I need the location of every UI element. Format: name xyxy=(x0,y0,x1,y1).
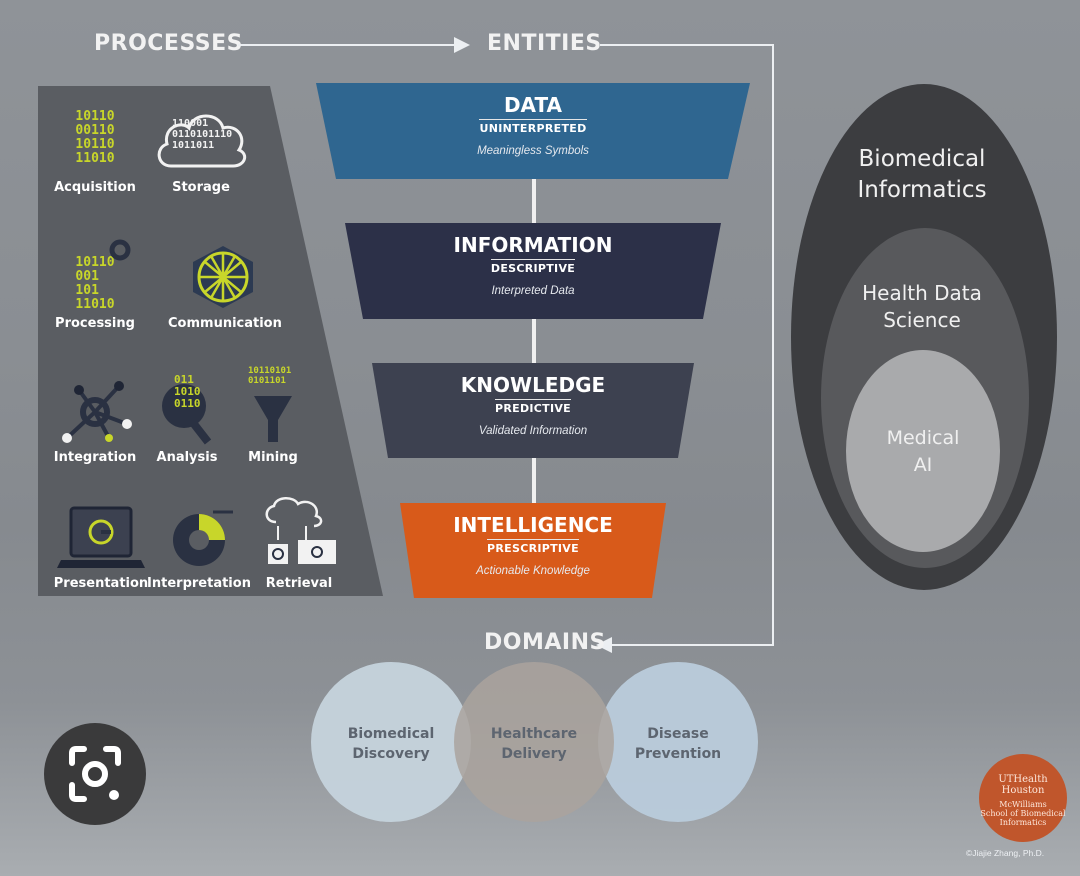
entity-data: DATA UNINTERPRETED Meaningless Symbols xyxy=(316,83,750,179)
process-label: Retrieval xyxy=(265,576,333,591)
domain-healthcare-delivery xyxy=(454,662,614,822)
entity-description: Validated Information xyxy=(478,425,588,437)
entities-connector-vertical xyxy=(772,44,774,646)
processes-panel xyxy=(38,86,383,596)
process-retrieval: Retrieval xyxy=(244,492,354,591)
domain-biomedical-discovery xyxy=(311,662,471,822)
process-label: Interpretation xyxy=(147,576,251,591)
entity-description: Actionable Knowledge xyxy=(476,565,590,577)
process-label: Mining xyxy=(248,450,298,465)
camera-search-icon xyxy=(69,746,121,802)
processes-to-entities-arrow xyxy=(238,44,456,46)
entity-title: INTELLIGENCE xyxy=(453,513,613,537)
entity-knowledge: KNOWLEDGE PREDICTIVE Validated Informati… xyxy=(372,363,694,458)
entity-title: INFORMATION xyxy=(453,233,613,257)
process-integration: Integration xyxy=(40,366,150,465)
process-label: Storage xyxy=(172,180,230,195)
process-label: Presentation xyxy=(53,576,149,591)
pie-chart-icon xyxy=(144,492,254,572)
entity-intelligence: INTELLIGENCE PRESCRIPTIVE Actionable Kno… xyxy=(400,503,666,598)
author-credit: ©Jiajie Zhang, Ph.D. xyxy=(966,848,1045,858)
entity-subtitle: PRESCRIPTIVE xyxy=(487,539,579,555)
domain-disease-prevention xyxy=(598,662,758,822)
entities-connector-top xyxy=(600,44,774,46)
process-label: Processing xyxy=(55,316,135,331)
lens-search-button[interactable] xyxy=(44,723,146,825)
entity-title: KNOWLEDGE xyxy=(460,373,606,397)
network-globe-icon xyxy=(168,232,278,312)
arrow-head-left-icon xyxy=(596,637,612,653)
entities-heading: ENTITIES xyxy=(487,31,602,56)
process-presentation: Presentation xyxy=(46,492,156,591)
process-label: Communication xyxy=(168,316,282,331)
process-label: Acquisition xyxy=(54,180,136,195)
node-network-icon xyxy=(40,366,150,446)
funnel-connector xyxy=(532,176,536,506)
entity-information: INFORMATION DESCRIPTIVE Interpreted Data xyxy=(345,223,721,319)
entity-subtitle: DESCRIPTIVE xyxy=(490,259,576,275)
uthealth-logo: UTHealth Houston McWilliams School of Bi… xyxy=(979,754,1067,842)
arrow-head-right-icon xyxy=(454,37,470,53)
entity-title: DATA xyxy=(503,93,563,117)
entity-description: Meaningless Symbols xyxy=(477,145,589,157)
entity-subtitle: UNINTERPRETED xyxy=(479,119,587,135)
process-interpretation: Interpretation xyxy=(144,492,254,591)
entities-to-domains-arrow xyxy=(612,644,774,646)
medical-ai-ellipse xyxy=(846,350,1000,552)
laptop-icon xyxy=(46,492,156,572)
process-label: Integration xyxy=(53,450,137,465)
entity-description: Interpreted Data xyxy=(491,285,575,297)
entity-subtitle: PREDICTIVE xyxy=(495,399,571,415)
domains-heading: DOMAINS xyxy=(484,630,606,655)
processes-heading: PROCESSES xyxy=(94,31,244,56)
cloud-download-icon xyxy=(244,492,354,572)
process-communication: Communication xyxy=(168,232,282,331)
process-label: Analysis xyxy=(156,450,218,465)
